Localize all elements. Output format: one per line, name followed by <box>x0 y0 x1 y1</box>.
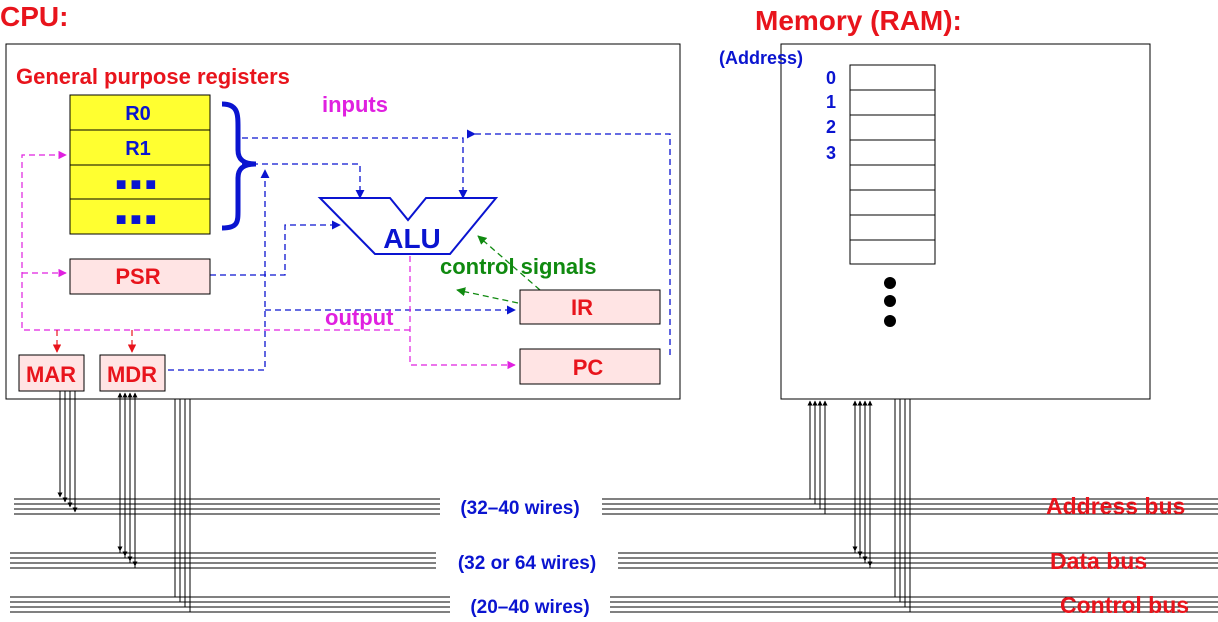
register-more-2-label: ■■■ <box>116 209 161 229</box>
mdr-box <box>99 354 166 392</box>
register-r1-label: R1 <box>125 138 151 160</box>
address-1: 1 <box>826 92 836 112</box>
register-r1 <box>69 129 211 166</box>
address-2: 2 <box>826 117 836 137</box>
mdr-label: MDR <box>107 362 157 387</box>
psr-label: PSR <box>115 264 160 289</box>
control-signal-lines <box>456 235 541 304</box>
psr-box <box>69 258 211 295</box>
memory-title: Memory (RAM): <box>755 5 962 36</box>
alu-label: ALU <box>383 223 441 254</box>
mar-mdr-feed-lines <box>52 330 137 353</box>
memory-ellipsis-dots <box>884 277 896 327</box>
ir-label: IR <box>571 295 593 320</box>
address-0: 0 <box>826 68 836 88</box>
memory-box <box>780 43 1151 400</box>
cpu-title: CPU: <box>0 1 68 32</box>
address-bus-wires: (32–40 wires) <box>460 498 579 519</box>
data-bus-label: Data bus <box>1050 548 1147 574</box>
control-signals-label: control signals <box>440 254 596 279</box>
output-label: output <box>325 305 394 330</box>
register-more-1-label: ■■■ <box>116 174 161 194</box>
mar-box <box>18 354 85 392</box>
ir-box <box>519 289 661 325</box>
memory-bus-connections <box>807 399 911 612</box>
address-label: (Address) <box>719 48 803 68</box>
pc-box <box>519 348 661 385</box>
alu-input-lines <box>168 129 671 371</box>
control-bus-label: Control bus <box>1060 592 1189 618</box>
control-bus-wires: (20–40 wires) <box>470 597 589 618</box>
registers-label: General purpose registers <box>16 64 290 89</box>
address-3: 3 <box>826 143 836 163</box>
register-more-1 <box>69 164 211 200</box>
alu-shape <box>317 197 499 255</box>
pc-label: PC <box>573 355 604 380</box>
register-r0-label: R0 <box>125 103 151 125</box>
register-more-2 <box>69 198 211 235</box>
mar-label: MAR <box>26 362 76 387</box>
cpu-bus-connections <box>57 391 191 612</box>
register-file: R0 R1 ■■■ ■■■ <box>69 94 211 235</box>
register-r0 <box>69 94 211 131</box>
address-bus-label: Address bus <box>1046 493 1185 519</box>
data-bus-wires: (32 or 64 wires) <box>458 553 596 574</box>
memory-cells <box>849 64 936 265</box>
output-lines <box>21 150 516 370</box>
inputs-label: inputs <box>322 92 388 117</box>
